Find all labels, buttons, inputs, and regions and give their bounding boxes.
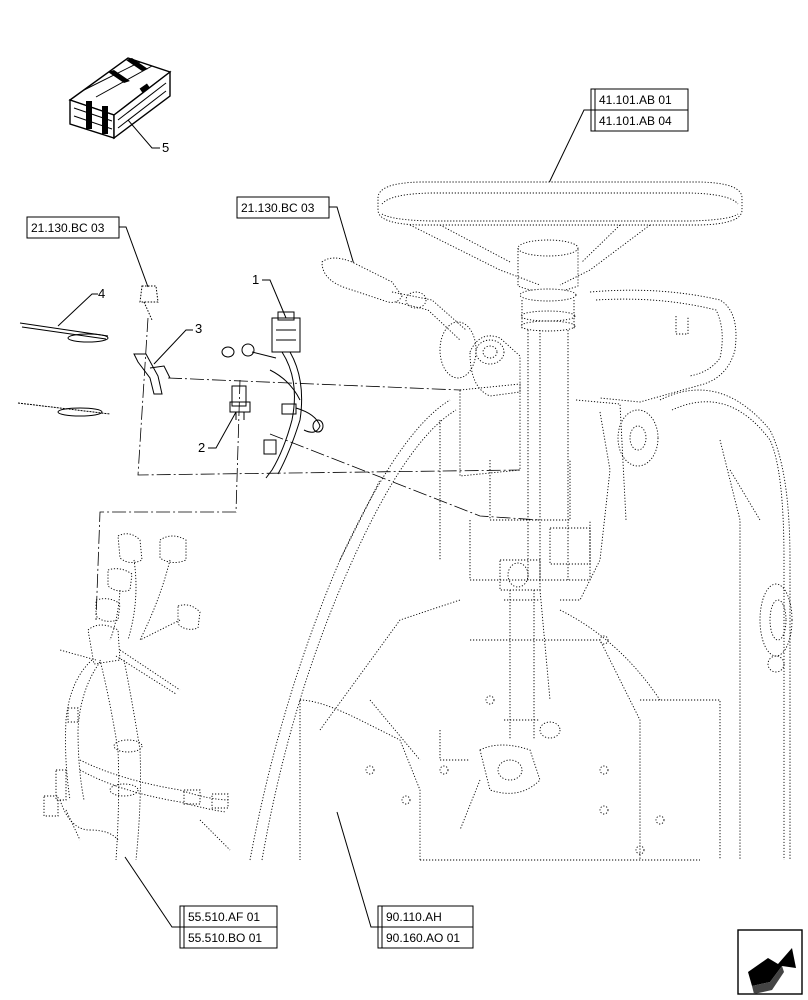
steering-wheel [377,181,743,332]
ref-column-top: 90.110.AH [386,910,442,924]
ref-box-column: 90.110.AH 90.160.AO 01 [377,905,474,949]
cab-side-panel [640,389,793,860]
callout-3: 3 [195,321,202,336]
assembly-phantom-lines [95,317,541,621]
ref-box-steering-wheel: 41.101.AB 01 41.101.AB 04 [590,88,689,132]
ref-box-lever: 21.130.BC 03 [236,196,330,219]
ref-harness-bottom: 55.510.BO 01 [188,931,262,945]
wire-harness-part [221,311,324,479]
ref-steering-wheel-bottom: 41.101.AB 04 [599,114,672,128]
bracket-part [133,353,171,395]
callout-2: 2 [198,440,205,455]
callout-4: 4 [98,286,105,301]
ref-column-bottom: 90.160.AO 01 [386,931,460,945]
ref-box-switch: 21.130.BC 03 [26,216,120,239]
steering-column [439,321,591,831]
ref-lever: 21.130.BC 03 [241,201,315,215]
next-page-arrow-icon[interactable] [737,929,803,995]
ref-harness-top: 55.510.AF 01 [188,910,260,924]
main-wire-harness [43,533,231,861]
relay-part [229,385,251,420]
ref-switch: 21.130.BC 03 [31,221,105,235]
switch-part [139,285,159,321]
callout-5: 5 [162,140,169,155]
kit-crate-icon [68,57,172,140]
dash-panel [560,289,737,601]
cab-pedestal [249,399,700,861]
callout-1: 1 [252,272,259,287]
cable-tie-part [17,322,111,417]
ref-box-harness: 55.510.AF 01 55.510.BO 01 [179,905,278,949]
control-lever [321,257,467,341]
ref-steering-wheel-top: 41.101.AB 01 [599,93,672,107]
